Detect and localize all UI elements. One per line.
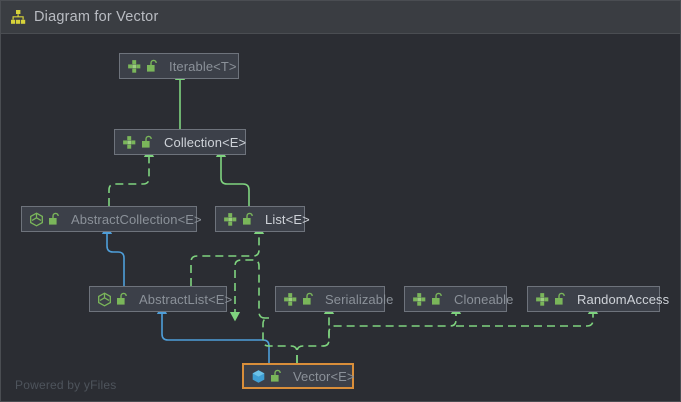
edge-vector-list [262,317,298,363]
edge-abstractlist-abstractcollection [101,224,125,286]
class-node-label: AbstractCollection<E> [71,211,202,227]
class-node-list[interactable]: List<E> [215,206,310,232]
open-padlock-icon [271,369,281,382]
class-node-serializable[interactable]: Serializable [275,286,393,312]
class-node-label: Serializable [325,291,394,307]
open-padlock-icon [555,292,565,305]
interface-icon [123,135,136,149]
class-node-iterable[interactable]: Iterable<T> [119,53,239,79]
edge-abstractlist-list [190,224,265,286]
open-padlock-icon [432,292,442,305]
edge-vector-cloneable [322,304,462,347]
edge-vector-serializable [296,304,335,363]
class-node-label: RandomAccess [577,291,670,307]
class-node-cloneable[interactable]: Cloneable [404,286,513,312]
open-padlock-icon [142,135,152,148]
page-title: Diagram for Vector [34,9,159,25]
diagram-canvas[interactable]: Iterable<T> Collection<E> [1,34,680,401]
class-node-abstractcollection[interactable]: AbstractCollection<E> [21,206,202,232]
class-node-vector[interactable]: Vector<E> [242,363,355,389]
focus-class-icon [252,369,265,383]
class-node-label: Collection<E> [164,134,247,150]
edge-vector-list-riser [229,259,266,322]
class-node-label: AbstractList<E> [139,291,233,307]
class-node-label: List<E> [265,211,310,227]
edge-vector-randomaccess [456,304,599,327]
interface-icon [413,292,426,306]
class-icon [30,211,43,227]
window-titlebar: Diagram for Vector [1,1,680,34]
edge-vector-abstractlist [156,304,270,363]
interface-icon [284,292,297,306]
interface-icon [224,212,237,226]
open-padlock-icon [117,292,127,305]
class-node-collection[interactable]: Collection<E> [114,129,246,155]
open-padlock-icon [243,212,253,225]
interface-icon [128,59,141,73]
class-node-label: Cloneable [454,291,514,307]
class-node-randomaccess[interactable]: RandomAccess [527,286,669,312]
open-padlock-icon [303,292,313,305]
class-icon [98,291,111,307]
edge-list-collection [215,147,250,206]
open-padlock-icon [147,59,157,72]
class-node-label: Vector<E> [293,368,355,384]
hierarchy-diagram-icon [11,10,26,24]
edge-abstractcollection-collection [108,147,155,206]
interface-icon [536,292,549,306]
yfiles-watermark: Powered by yFiles [15,378,117,392]
class-node-abstractlist[interactable]: AbstractList<E> [89,286,232,312]
class-node-label: Iterable<T> [169,58,237,74]
open-padlock-icon [49,212,59,225]
